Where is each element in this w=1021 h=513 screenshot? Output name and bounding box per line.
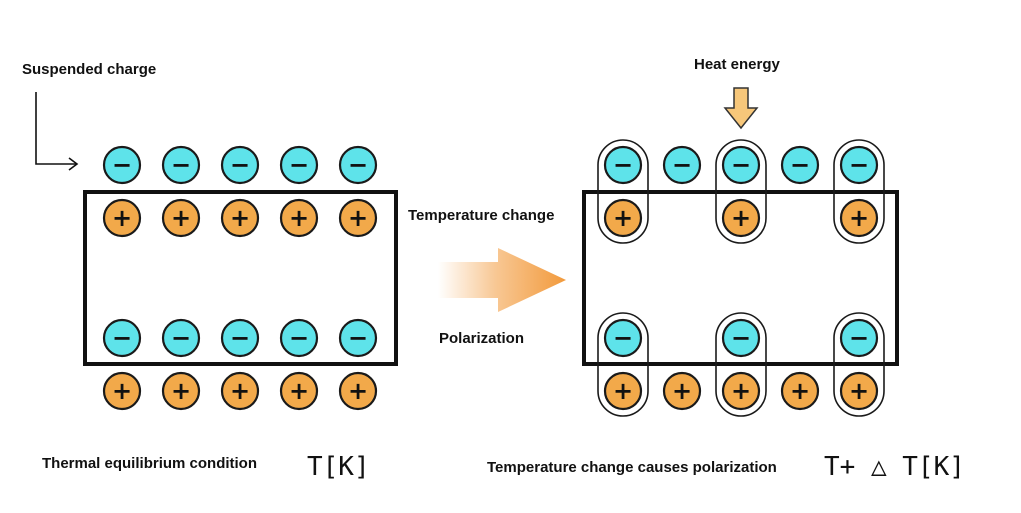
left-caption: Thermal equilibrium condition <box>42 455 257 472</box>
left-crystal-block <box>83 190 398 366</box>
positive-charge-icon: + <box>279 371 319 411</box>
positive-charge-icon: + <box>161 371 201 411</box>
svg-text:+: + <box>849 204 869 232</box>
suspended-charge-label: Suspended charge <box>22 61 156 78</box>
positive-charge-icon: + <box>839 371 879 411</box>
svg-text:+: + <box>731 204 751 232</box>
positive-charge-icon: + <box>102 371 142 411</box>
svg-text:−: − <box>171 324 191 352</box>
svg-text:−: − <box>348 324 368 352</box>
svg-text:+: + <box>790 377 810 405</box>
svg-text:+: + <box>112 204 132 232</box>
positive-charge-icon: + <box>338 371 378 411</box>
left-charge-group: − + − + − + − + − + − + − + − + − + − + <box>102 145 378 411</box>
positive-charge-icon: + <box>279 198 319 238</box>
positive-charge-icon: + <box>161 198 201 238</box>
svg-text:−: − <box>731 151 751 179</box>
svg-text:−: − <box>230 151 250 179</box>
svg-text:+: + <box>613 377 633 405</box>
svg-text:−: − <box>731 324 751 352</box>
svg-text:−: − <box>849 151 869 179</box>
positive-charge-icon: + <box>721 371 761 411</box>
svg-text:−: − <box>672 151 692 179</box>
positive-charge-icon: + <box>839 198 879 238</box>
positive-charge-icon: + <box>721 198 761 238</box>
dipole-outline <box>597 312 649 417</box>
svg-text:+: + <box>171 377 191 405</box>
dipole-outline <box>833 139 885 244</box>
pointer-arrowhead-icon <box>68 157 79 171</box>
svg-text:−: − <box>348 151 368 179</box>
svg-text:+: + <box>289 377 309 405</box>
negative-charge-icon: − <box>603 145 643 185</box>
heat-energy-label: Heat energy <box>694 56 781 73</box>
svg-text:−: − <box>613 151 633 179</box>
negative-charge-icon: − <box>338 318 378 358</box>
svg-text:+: + <box>230 377 250 405</box>
svg-text:−: − <box>230 324 250 352</box>
svg-text:−: − <box>613 324 633 352</box>
polarization-label: Polarization <box>439 330 524 347</box>
positive-charge-icon: + <box>102 198 142 238</box>
svg-text:−: − <box>289 324 309 352</box>
negative-charge-icon: − <box>839 145 879 185</box>
positive-charge-icon: + <box>220 371 260 411</box>
svg-text:+: + <box>731 377 751 405</box>
svg-text:−: − <box>849 324 869 352</box>
right-formula: T+ △ T[K] <box>824 452 965 482</box>
negative-charge-icon: − <box>279 145 319 185</box>
arrow-down-icon <box>723 87 759 130</box>
svg-text:−: − <box>171 151 191 179</box>
negative-charge-icon: − <box>220 318 260 358</box>
svg-text:+: + <box>672 377 692 405</box>
positive-charge-icon: + <box>338 198 378 238</box>
svg-text:+: + <box>112 377 132 405</box>
svg-text:+: + <box>171 204 191 232</box>
negative-charge-icon: − <box>662 145 702 185</box>
svg-text:−: − <box>790 151 810 179</box>
svg-text:+: + <box>613 204 633 232</box>
negative-charge-icon: − <box>338 145 378 185</box>
dipole-outline <box>833 312 885 417</box>
dipole-outline <box>597 139 649 244</box>
negative-charge-icon: − <box>220 145 260 185</box>
negative-charge-icon: − <box>603 318 643 358</box>
svg-text:+: + <box>348 204 368 232</box>
positive-charge-icon: + <box>220 198 260 238</box>
svg-text:+: + <box>230 204 250 232</box>
right-crystal-block <box>582 190 899 366</box>
negative-charge-icon: − <box>721 318 761 358</box>
negative-charge-icon: − <box>721 145 761 185</box>
positive-charge-icon: + <box>780 371 820 411</box>
svg-text:+: + <box>289 204 309 232</box>
right-dipole-outlines <box>597 139 885 417</box>
temperature-change-label: Temperature change <box>408 207 554 224</box>
positive-charge-icon: + <box>603 371 643 411</box>
positive-charge-icon: + <box>662 371 702 411</box>
negative-charge-icon: − <box>780 145 820 185</box>
dipole-outline <box>715 312 767 417</box>
left-formula: T[K] <box>307 452 370 482</box>
suspended-charge-pointer <box>35 92 76 165</box>
positive-charge-icon: + <box>603 198 643 238</box>
dipole-outline <box>715 139 767 244</box>
negative-charge-icon: − <box>161 145 201 185</box>
svg-text:+: + <box>348 377 368 405</box>
svg-text:+: + <box>849 377 869 405</box>
negative-charge-icon: − <box>839 318 879 358</box>
svg-text:−: − <box>112 151 132 179</box>
negative-charge-icon: − <box>279 318 319 358</box>
svg-text:−: − <box>112 324 132 352</box>
negative-charge-icon: − <box>102 145 142 185</box>
negative-charge-icon: − <box>161 318 201 358</box>
right-charge-group: − + + − − + − + + − − + − + + − <box>603 145 879 411</box>
right-caption: Temperature change causes polarization <box>487 459 777 476</box>
svg-text:−: − <box>289 151 309 179</box>
arrow-right-icon <box>438 248 566 312</box>
negative-charge-icon: − <box>102 318 142 358</box>
